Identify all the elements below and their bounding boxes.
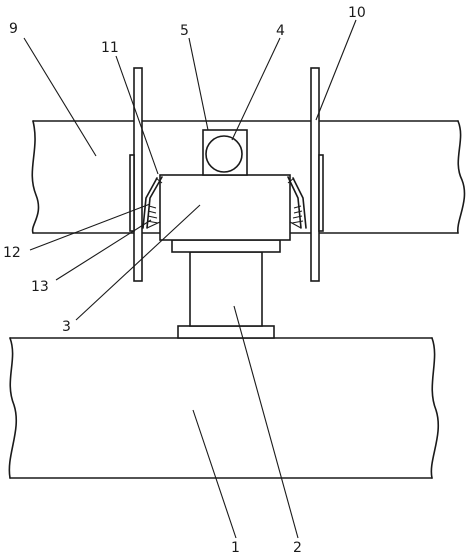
base-beam (8, 337, 440, 479)
support-column (177, 251, 275, 339)
leader-lines (23, 19, 357, 539)
leader-3 (75, 204, 201, 321)
motor-housing (202, 129, 248, 176)
label-5: 5 (180, 23, 189, 39)
leader-10 (315, 19, 357, 121)
label-10: 10 (348, 5, 366, 21)
label-2: 2 (293, 540, 302, 556)
label-3: 3 (62, 319, 71, 335)
leader-1 (192, 409, 237, 539)
leader-13 (55, 219, 152, 281)
leader-12 (29, 203, 151, 251)
label-4: 4 (276, 23, 285, 39)
label-11: 11 (101, 40, 119, 56)
left-arm (142, 176, 163, 229)
left-clamp-plate (129, 67, 143, 282)
leader-9 (23, 37, 97, 157)
label-13: 13 (31, 279, 49, 295)
right-arm (287, 176, 307, 229)
clamp-body (159, 174, 291, 253)
right-clamp-plate (310, 67, 324, 282)
label-1: 1 (231, 540, 240, 556)
reference-labels: 9 10 11 5 4 12 13 3 1 2 (3, 5, 366, 556)
leader-5 (188, 37, 209, 131)
label-12: 12 (3, 245, 21, 261)
leader-2 (233, 305, 299, 539)
leader-4 (231, 37, 281, 141)
leader-11 (115, 55, 159, 175)
label-9: 9 (9, 21, 18, 37)
